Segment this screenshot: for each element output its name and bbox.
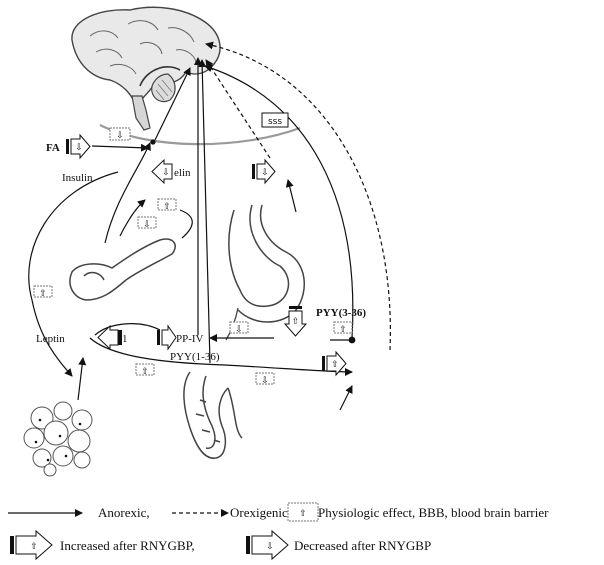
legend: Anorexic, Orexigenic, ⇧ Physiologic effe…: [8, 503, 549, 559]
physiologic-effect-boxes: [34, 128, 352, 384]
svg-text:⇧: ⇧: [292, 317, 300, 327]
svg-text:⇩: ⇩: [116, 131, 124, 141]
label-pyy-1-36: PYY(1-36): [170, 351, 220, 363]
label-pyy-3-36: PYY(3-36): [316, 307, 366, 319]
label-insulin: Insulin: [62, 172, 93, 184]
gut-increased-symbol: ⇧: [285, 306, 306, 336]
svg-text:⇩: ⇩: [235, 325, 243, 335]
stomach-decreased-symbol: ⇩: [252, 160, 275, 183]
svg-text:⇧: ⇧: [339, 325, 347, 335]
legend-orexigenic: Orexigenic,: [230, 505, 291, 520]
physiologic-effect-symbols: ⇩ ⇧ ⇩ ⇧ ⇧ ⇩ ⇩ ⇧: [39, 131, 347, 386]
svg-text:⇩: ⇩: [266, 542, 274, 552]
orexigenic-arrows: [206, 44, 390, 350]
adipose-tissue-illustration: [24, 402, 92, 476]
fa-decreased-symbol: ⇩: [66, 135, 90, 158]
svg-text:⇧: ⇧: [30, 542, 38, 552]
label-leptin: Leptin: [36, 333, 65, 345]
svg-text:⇩: ⇩: [261, 376, 269, 386]
svg-text:⇧: ⇧: [141, 367, 149, 377]
svg-text:⇧: ⇧: [331, 360, 339, 370]
bbb-box-label: sss: [268, 117, 282, 127]
svg-text:⇧: ⇧: [39, 289, 47, 299]
pancreas-illustration: [70, 239, 175, 300]
svg-text:⇧: ⇧: [163, 202, 171, 212]
label-dppiv: PP-IV: [176, 333, 204, 345]
svg-text:⇧: ⇧: [299, 509, 307, 519]
stomach-illustration: [229, 205, 304, 322]
legend-decreased: Decreased after RNYGBP: [294, 538, 431, 553]
svg-text:⇩: ⇩: [162, 168, 170, 178]
legend-physiologic: Physiologic effect, BBB, blood brain bar…: [318, 505, 549, 520]
svg-text:⇩: ⇩: [143, 220, 151, 230]
svg-text:⇩: ⇩: [75, 143, 83, 153]
svg-text:⇩: ⇩: [261, 168, 269, 178]
legend-increased: Increased after RNYGBP,: [60, 538, 195, 553]
label-fa: FA: [46, 142, 60, 154]
label-glp1: 1: [122, 333, 128, 345]
label-ghrelin: elin: [174, 167, 191, 179]
intestine-illustration: [184, 372, 242, 458]
legend-anorexic: Anorexic,: [98, 505, 150, 520]
ghrelin-decreased-symbol: ⇩: [152, 160, 172, 183]
